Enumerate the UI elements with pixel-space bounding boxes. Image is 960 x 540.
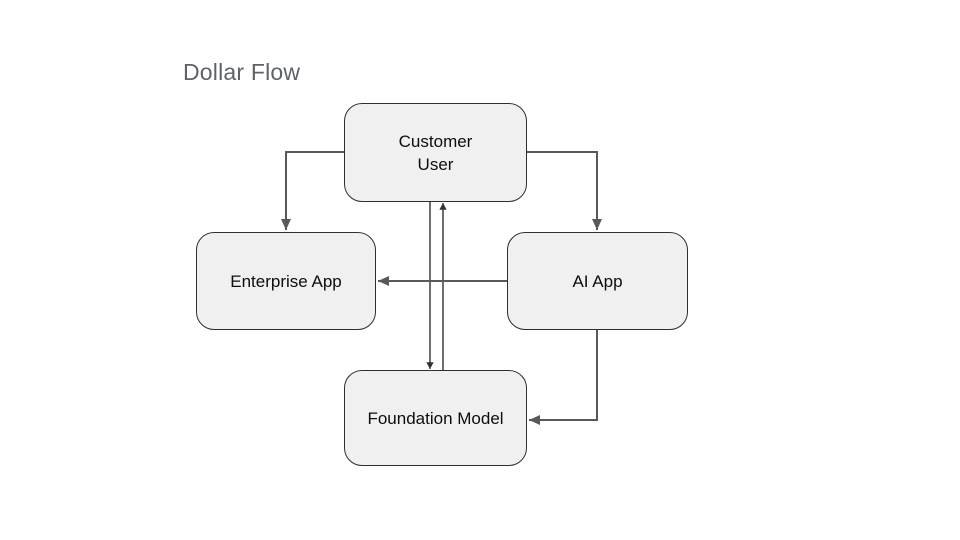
node-foundation-model: Foundation Model xyxy=(344,370,527,466)
node-enterprise-app: Enterprise App xyxy=(196,232,376,330)
node-ai-app-label: AI App xyxy=(572,271,623,291)
edge-ai-app-to-foundation-model xyxy=(529,330,598,425)
edge-customer-user-to-enterprise-app xyxy=(281,151,344,230)
edge-customer-user-to-ai-app xyxy=(527,151,602,230)
node-enterprise-app-label: Enterprise App xyxy=(230,271,342,291)
slide-title: Dollar Flow xyxy=(183,59,301,85)
node-customer-user-line2: User xyxy=(417,154,454,174)
node-customer-user-line1: Customer xyxy=(398,131,473,151)
node-ai-app: AI App xyxy=(507,232,688,330)
node-customer-user-label: Customer User xyxy=(399,130,473,176)
node-foundation-model-label: Foundation Model xyxy=(367,408,504,428)
node-customer-user: Customer User xyxy=(344,103,527,202)
